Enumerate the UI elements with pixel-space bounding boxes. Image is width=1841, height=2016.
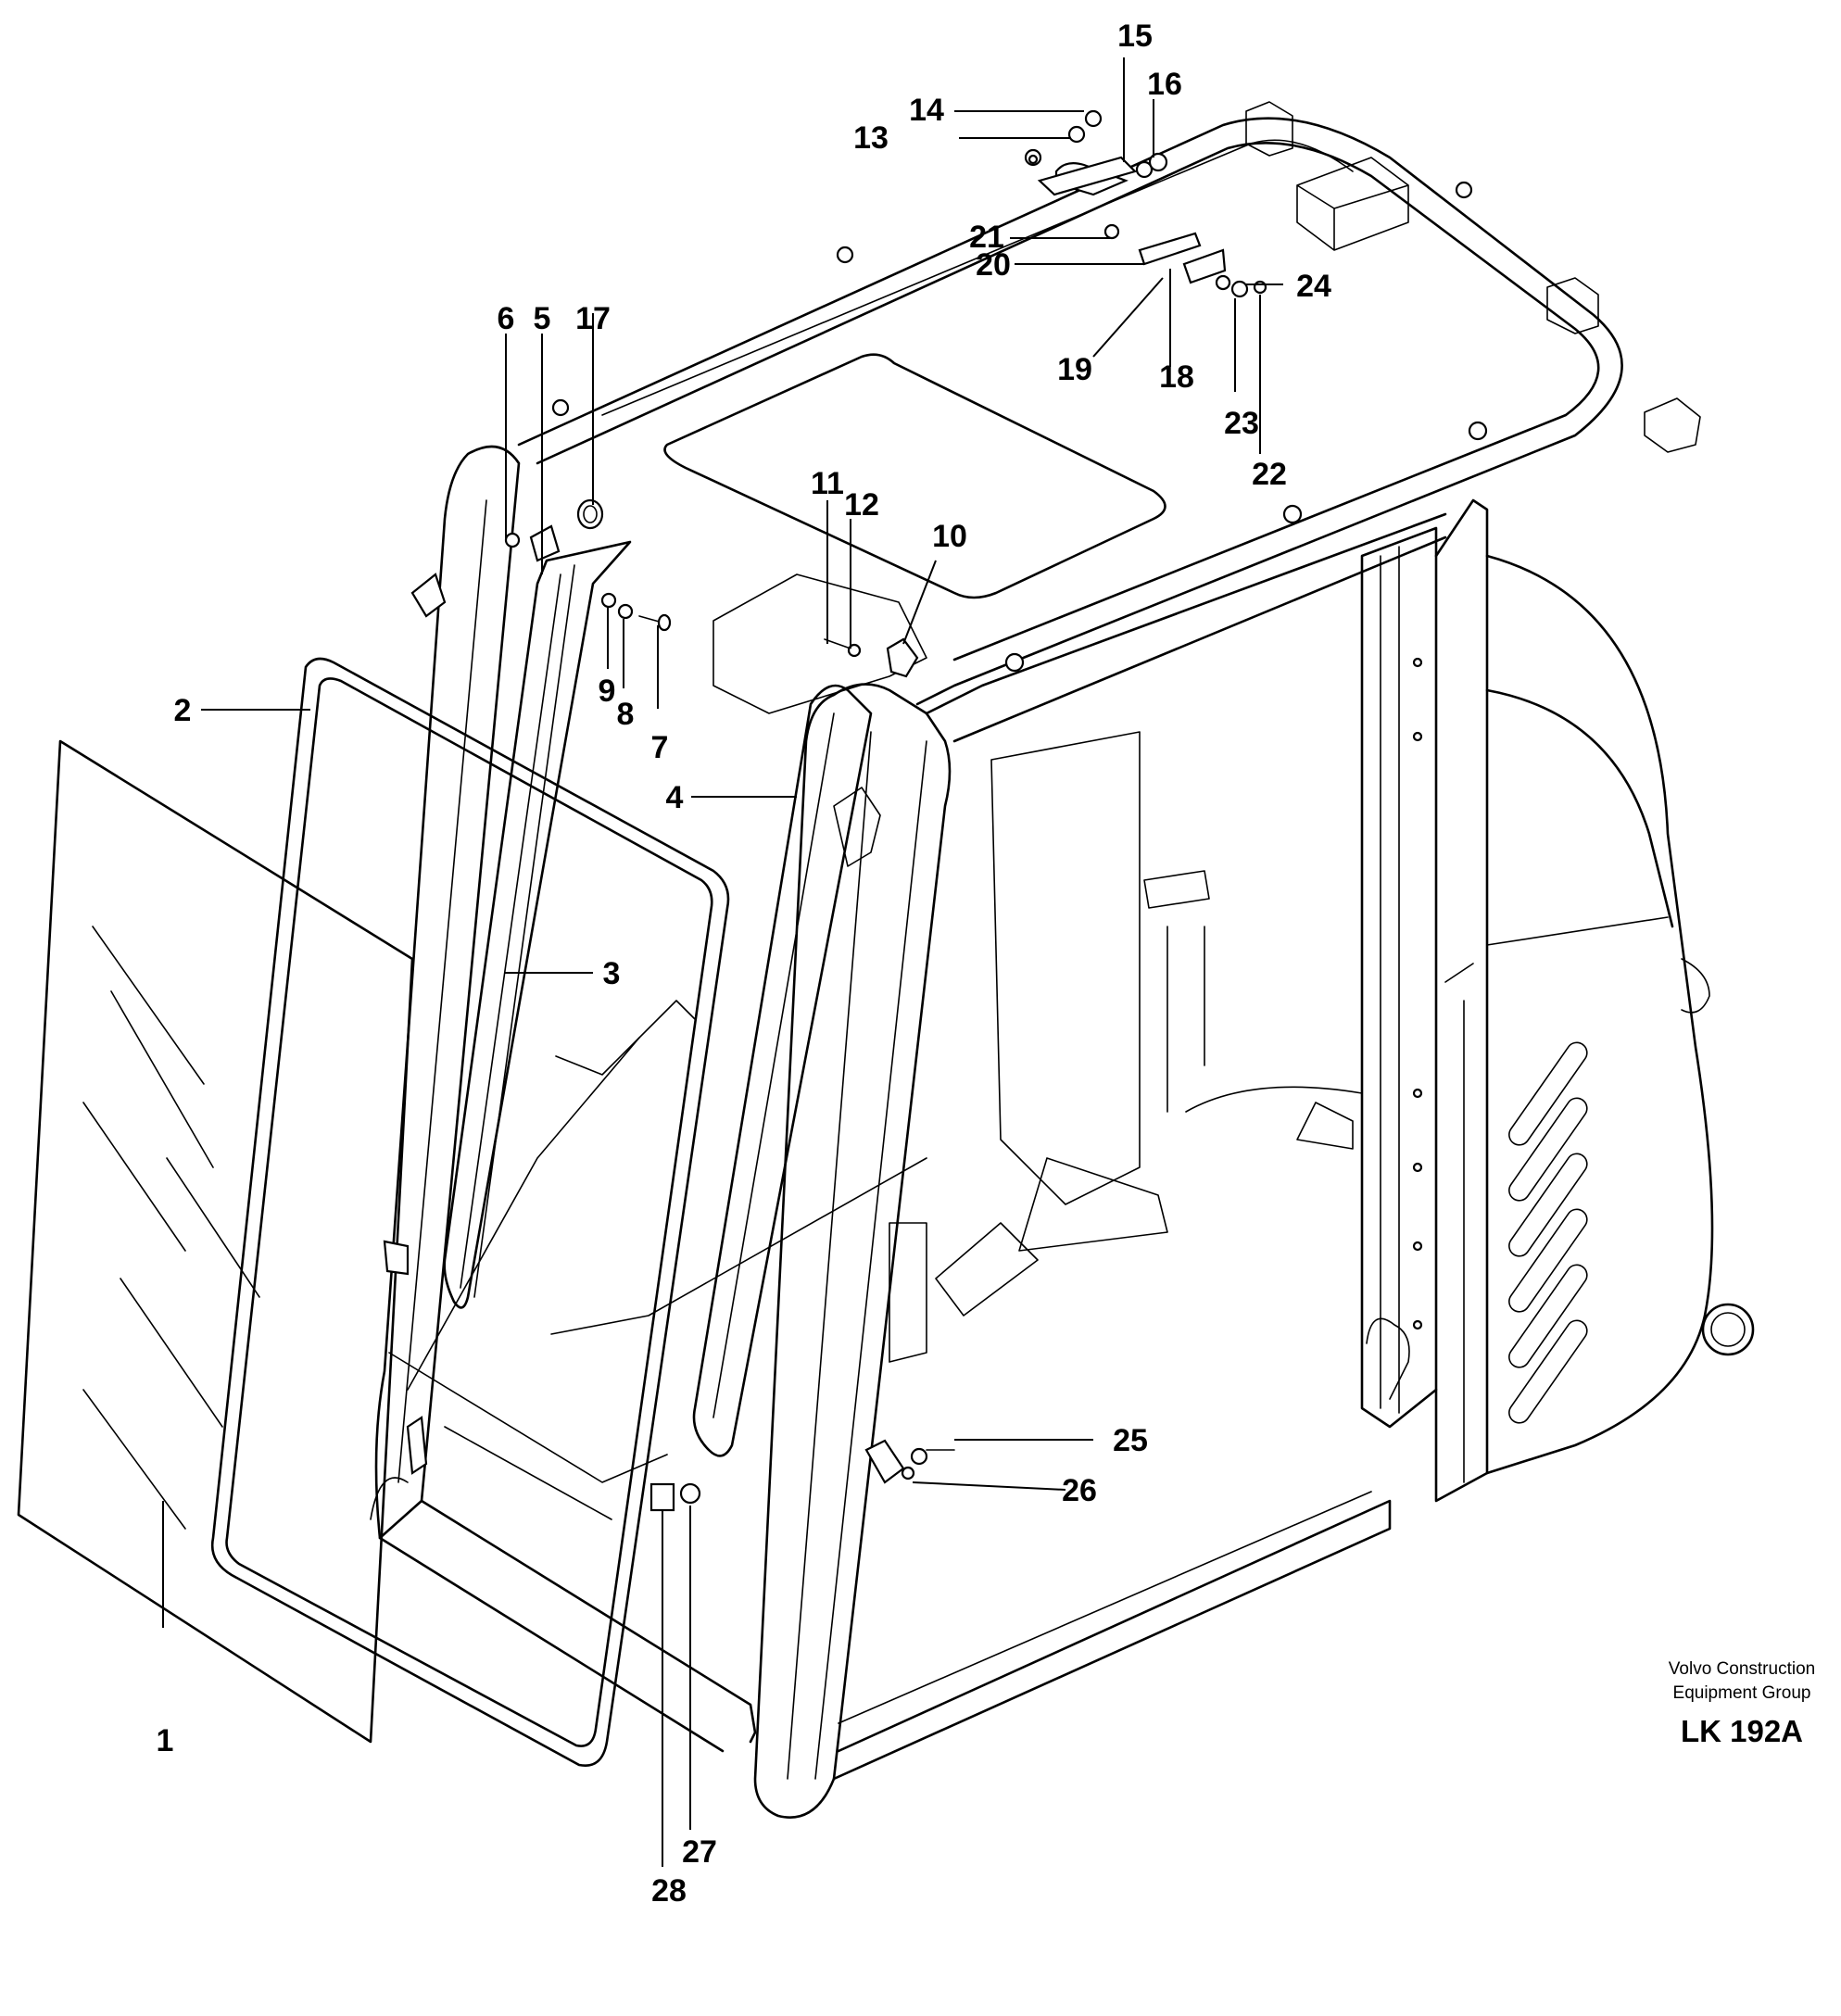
inner-panel <box>990 731 1141 1205</box>
roof-window-opening <box>663 353 1166 599</box>
callout-25: 25 <box>1113 1423 1148 1458</box>
glass-pane <box>17 739 414 1744</box>
window-seal <box>210 657 730 1767</box>
callout-27: 27 <box>682 1834 717 1870</box>
credit-line-1: Volvo Construction <box>1669 1659 1815 1679</box>
callout-22: 22 <box>1252 457 1287 492</box>
drawing-credit: Volvo Construction Equipment Group LK 19… <box>1669 1659 1815 1748</box>
callout-14: 14 <box>909 93 944 128</box>
callout-labels: 1 2 3 4 5 6 7 8 9 10 11 12 13 14 15 16 1… <box>157 19 1331 1909</box>
drawing-code: LK 192A <box>1681 1714 1803 1748</box>
vent-slots <box>1508 1041 1588 1424</box>
seal-strip <box>443 540 632 1309</box>
callout-3: 3 <box>603 956 621 991</box>
leader-lines <box>162 57 1283 1867</box>
callout-23: 23 <box>1224 406 1259 441</box>
callout-26: 26 <box>1062 1473 1097 1508</box>
callout-16: 16 <box>1147 67 1182 102</box>
cab-frame-drawing <box>370 101 1755 1819</box>
callout-2: 2 <box>174 693 192 728</box>
rear-body <box>1434 498 1489 1503</box>
callout-1: 1 <box>157 1723 174 1758</box>
credit-line-2: Equipment Group <box>1673 1683 1811 1703</box>
callout-17: 17 <box>575 301 611 336</box>
front-seal-strip <box>692 684 873 1457</box>
callout-19: 19 <box>1057 352 1092 387</box>
callout-20: 20 <box>976 247 1011 283</box>
right-pillar <box>1360 526 1438 1429</box>
callout-5: 5 <box>534 301 551 336</box>
callout-4: 4 <box>666 780 684 815</box>
callout-13: 13 <box>853 120 889 156</box>
callout-12: 12 <box>844 487 879 523</box>
rear-left-pillar <box>374 445 521 1540</box>
callout-6: 6 <box>498 301 515 336</box>
callout-9: 9 <box>599 674 616 709</box>
callout-18: 18 <box>1159 359 1194 395</box>
callout-15: 15 <box>1117 19 1153 54</box>
callout-7: 7 <box>651 730 669 765</box>
callout-11: 11 <box>811 466 844 501</box>
callout-8: 8 <box>617 697 635 732</box>
callout-28: 28 <box>651 1873 687 1909</box>
rear-round-plug <box>1701 1303 1755 1356</box>
hardware <box>383 109 1267 1512</box>
roof-box <box>1296 157 1409 251</box>
roof-rim <box>517 117 1623 706</box>
callout-24: 24 <box>1296 269 1331 304</box>
callout-21: 21 <box>969 220 1004 255</box>
callout-10: 10 <box>932 519 967 554</box>
front-pillar <box>753 683 952 1819</box>
